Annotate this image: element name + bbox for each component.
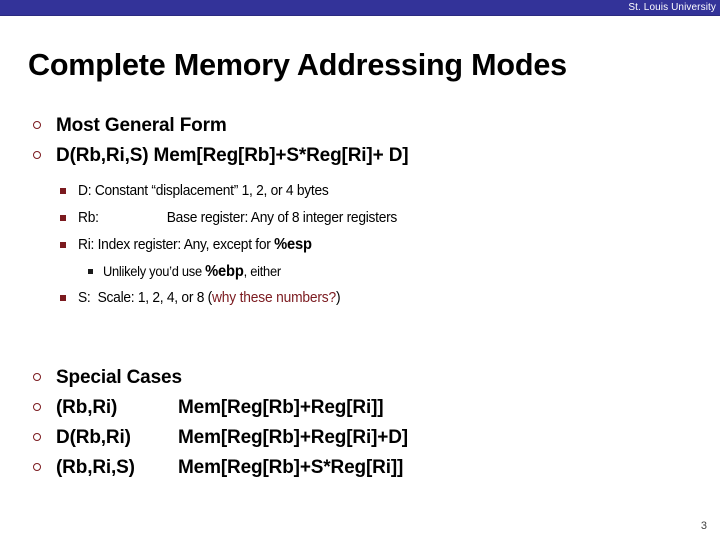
bullet-special-cases: Special Cases — [0, 364, 720, 392]
operand-rb-text: Rb: Base register: Any of 8 integer regis… — [78, 205, 397, 231]
circle-bullet-icon — [33, 433, 41, 441]
page-number: 3 — [700, 520, 707, 532]
register-esp: %esp — [274, 236, 312, 253]
special-case-syntax: D(Rb,Ri) — [56, 427, 131, 448]
circle-bullet-icon — [33, 403, 41, 411]
general-form-heading: Most General Form — [56, 115, 227, 136]
general-form-syntax: D(Rb,Ri,S) Mem[Reg[Rb]+S*Reg[Ri]+ D] — [56, 145, 409, 166]
institution-label: St. Louis University — [628, 2, 716, 13]
operand-ri-subnote: Unlikely you’d use %ebp, either — [0, 259, 720, 284]
bullet-general-form-syntax: D(Rb,Ri,S) Mem[Reg[Rb]+S*Reg[Ri]+ D] — [0, 142, 720, 170]
circle-bullet-icon — [33, 373, 41, 381]
special-case-syntax: (Rb,Ri,S) — [56, 457, 135, 478]
operand-ri-description: Index register: Any, except for — [97, 236, 275, 253]
operand-s-suffix: ) — [336, 289, 341, 306]
special-case-row: D(Rb,Ri) Mem[Reg[Rb]+Reg[Ri]+D] — [0, 424, 720, 452]
bullet-most-general-form: Most General Form — [0, 112, 720, 140]
operand-s-text: S: Scale: 1, 2, 4, or 8 (why these numbe… — [78, 285, 341, 311]
square-bullet-icon — [88, 269, 93, 274]
special-case-expansion: Mem[Reg[Rb]+Reg[Ri]] — [178, 397, 384, 418]
square-bullet-icon — [60, 188, 66, 194]
special-case-row: (Rb,Ri) Mem[Reg[Rb]+Reg[Ri]] — [0, 394, 720, 422]
operand-d: D: Constant “displacement” 1, 2, or 4 by… — [0, 178, 720, 204]
circle-bullet-icon — [33, 151, 41, 159]
operand-d-label: D: — [78, 182, 92, 199]
operand-s-description: Scale: 1, 2, 4, or 8 ( — [97, 289, 213, 306]
square-bullet-icon — [60, 215, 66, 221]
slide-body: Most General Form D(Rb,Ri,S) Mem[Reg[Rb]… — [0, 112, 720, 484]
operand-ri: Ri: Index register: Any, except for %esp — [0, 232, 720, 258]
operand-d-description: Constant “displacement” 1, 2, or 4 bytes — [94, 182, 329, 199]
special-case-syntax: (Rb,Ri) — [56, 397, 118, 418]
operand-rb: Rb: Base register: Any of 8 integer regis… — [0, 205, 720, 231]
operand-ri-label: Ri: — [78, 236, 95, 253]
subnote-suffix: , either — [243, 263, 281, 279]
special-case-expansion: Mem[Reg[Rb]+S*Reg[Ri]] — [178, 457, 404, 478]
operand-rb-description: Base register: Any of 8 integer register… — [166, 209, 398, 226]
circle-bullet-icon — [33, 463, 41, 471]
scale-aside-note: why these numbers? — [211, 289, 337, 306]
subnote-prefix: Unlikely you’d use — [103, 263, 206, 279]
spacer — [0, 312, 720, 364]
header-banner: St. Louis University — [0, 0, 720, 16]
operand-s: S: Scale: 1, 2, 4, or 8 (why these numbe… — [0, 285, 720, 311]
operand-rb-label: Rb: — [78, 209, 99, 226]
operand-d-text: D: Constant “displacement” 1, 2, or 4 by… — [78, 178, 329, 204]
circle-bullet-icon — [33, 121, 41, 129]
special-case-expansion: Mem[Reg[Rb]+Reg[Ri]+D] — [178, 427, 408, 448]
operand-ri-subnote-text: Unlikely you’d use %ebp, either — [103, 259, 281, 284]
operand-s-label: S: — [78, 289, 91, 306]
register-ebp: %ebp — [205, 263, 244, 280]
special-case-row: (Rb,Ri,S) Mem[Reg[Rb]+S*Reg[Ri]] — [0, 454, 720, 482]
special-cases-heading: Special Cases — [56, 367, 182, 388]
square-bullet-icon — [60, 295, 66, 301]
square-bullet-icon — [60, 242, 66, 248]
page-title: Complete Memory Addressing Modes — [28, 47, 567, 82]
operand-ri-text: Ri: Index register: Any, except for %esp — [78, 232, 312, 258]
